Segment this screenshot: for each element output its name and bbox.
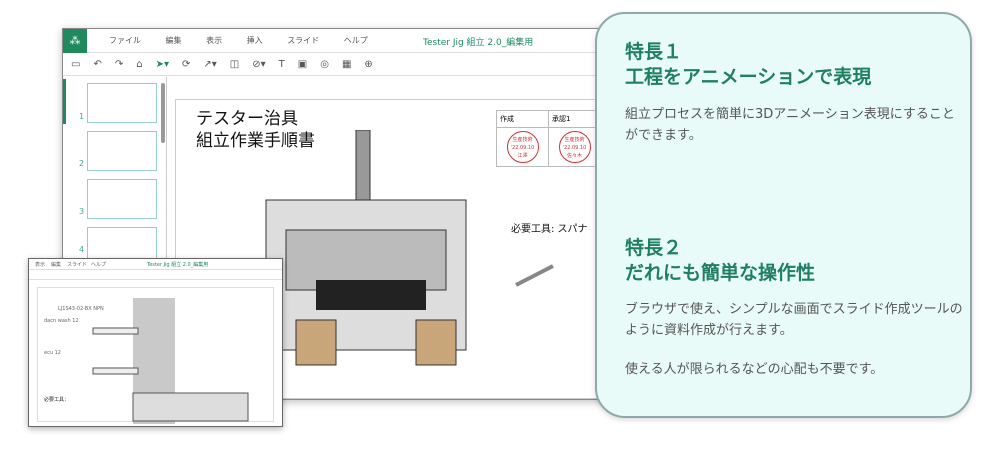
image-icon[interactable]: ▣ bbox=[297, 58, 308, 70]
menu-slide[interactable]: スライド bbox=[287, 36, 320, 45]
home-icon[interactable]: ⌂ bbox=[136, 58, 143, 70]
toolbar: ▭ ↶ ↷ ⌂ ➤▾ ⟳ ↗▾ ◫ ⊘▾ T ▣ ◎ ▦ ⊕ bbox=[63, 53, 621, 76]
menu-file[interactable]: ファイル bbox=[109, 36, 141, 45]
app-logo: ⁂ bbox=[63, 28, 87, 53]
slide-number: 2 bbox=[79, 159, 85, 168]
slide-thumbnail-2[interactable] bbox=[87, 131, 157, 171]
menu-insert[interactable]: 挿入 bbox=[246, 36, 263, 45]
inset-slide[interactable]: LJ1S43-02-BX NPN dacn wash 12 ecu 12 必要工… bbox=[37, 287, 274, 424]
table-icon[interactable]: ▦ bbox=[341, 58, 352, 70]
document-title: Tester Jig 組立 2.0_編集用 bbox=[423, 38, 534, 48]
menu-bar: ファイル 編集 表示 挿入 スライド ヘルプ bbox=[87, 35, 368, 46]
link-icon[interactable]: ⊘▾ bbox=[252, 58, 266, 70]
inset-title-bar: 表示 編集 スライド ヘルプ Tester Jig 組立 2.0_編集用 bbox=[29, 259, 282, 270]
undo-icon[interactable]: ↶ bbox=[93, 58, 102, 70]
jig-model-image bbox=[265, 130, 467, 366]
title-bar: ⁂ ファイル 編集 表示 挿入 スライド ヘルプ Tester Jig 組立 2… bbox=[63, 28, 621, 53]
slide-thumbnail-3[interactable] bbox=[87, 179, 157, 219]
menu-item[interactable]: ヘルプ bbox=[91, 262, 107, 268]
menu-item[interactable]: 編集 bbox=[51, 262, 62, 268]
part-label: LJ1S43-02-BX NPN bbox=[58, 306, 104, 312]
required-tools: 必要工具： bbox=[44, 397, 70, 403]
select-icon[interactable]: ➤▾ bbox=[155, 58, 169, 70]
feature-1-body: 組立プロセスを簡単に3Dアニメーション表現にすることができます。 bbox=[625, 107, 955, 143]
split-icon[interactable]: ◫ bbox=[229, 58, 240, 70]
part-label: dacn wash 12 bbox=[44, 318, 79, 324]
thumbnail-scrollbar[interactable] bbox=[161, 83, 165, 143]
menu-item[interactable]: スライド bbox=[67, 262, 88, 268]
feature-2-note: 使える人が限られるなどの心配も不要です。 bbox=[625, 362, 884, 377]
part-label: ecu 12 bbox=[44, 350, 61, 356]
inset-editor-window: 表示 編集 スライド ヘルプ Tester Jig 組立 2.0_編集用 LJ1… bbox=[28, 258, 283, 427]
text-icon[interactable]: T bbox=[278, 58, 285, 70]
slide-title: テスター治具組立作業手順書 bbox=[196, 109, 315, 151]
redo-icon[interactable]: ↷ bbox=[114, 58, 124, 70]
menu-edit[interactable]: 編集 bbox=[165, 36, 182, 45]
wrench-image bbox=[515, 264, 554, 287]
stamp-header: 承認1 bbox=[548, 110, 601, 128]
stamp-header: 作成 bbox=[496, 110, 549, 128]
menu-view[interactable]: 表示 bbox=[206, 36, 223, 45]
required-tools: 必要工具: スパナ bbox=[511, 224, 588, 235]
slide-number: 4 bbox=[79, 245, 85, 254]
inset-title: Tester Jig 組立 2.0_編集用 bbox=[147, 262, 209, 268]
move-icon[interactable]: ↗▾ bbox=[203, 58, 217, 70]
new-slide-icon[interactable]: ▭ bbox=[71, 58, 81, 70]
menu-help[interactable]: ヘルプ bbox=[343, 36, 368, 45]
feature-2-body: ブラウザで使え、シンプルな画面でスライド作成ツールのように資料作成が行えます。 bbox=[625, 302, 963, 338]
slide-thumbnail-1[interactable] bbox=[87, 83, 157, 123]
inset-toolbar bbox=[29, 270, 282, 280]
slide-number: 3 bbox=[79, 207, 85, 216]
rotate-icon[interactable]: ⟳ bbox=[182, 58, 191, 70]
slide-number: 1 bbox=[79, 112, 85, 121]
add-icon[interactable]: ⊕ bbox=[364, 58, 373, 70]
slide-thumbnails: 1 2 3 4 bbox=[63, 77, 167, 399]
menu-item[interactable]: 表示 bbox=[35, 262, 46, 268]
exploded-view-image bbox=[92, 298, 249, 424]
shape-icon[interactable]: ◎ bbox=[320, 58, 329, 70]
